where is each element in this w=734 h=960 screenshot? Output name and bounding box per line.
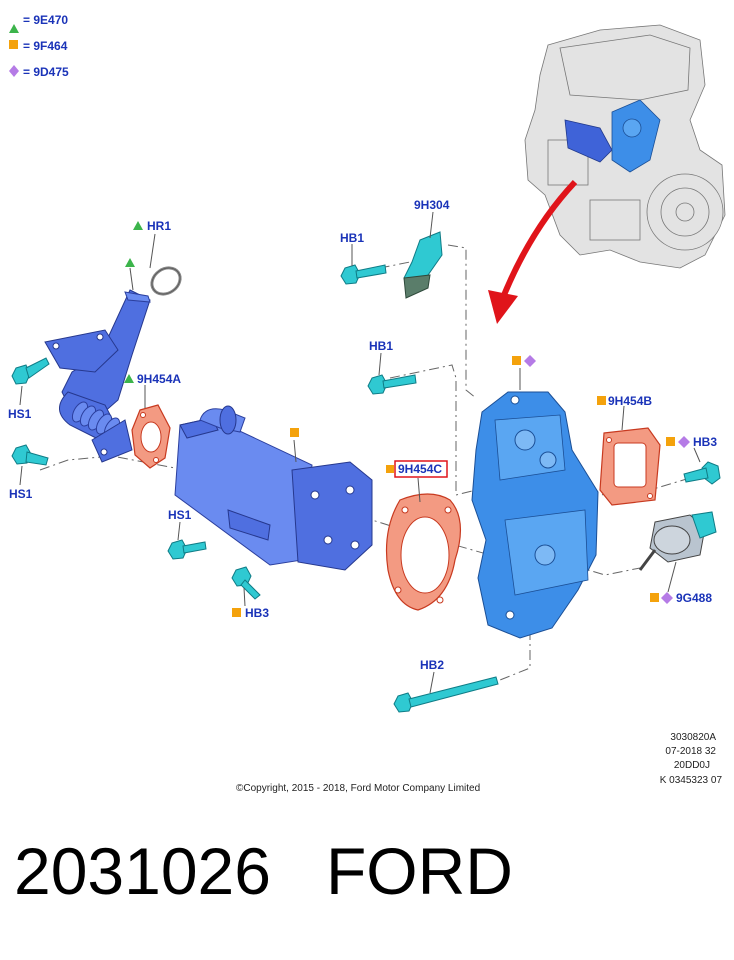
bolt-hb2 — [393, 676, 499, 713]
9h454c-square-icon — [386, 465, 394, 473]
engine-overview — [524, 24, 726, 269]
reference-block: 3030820A 07-2018 32 20DD0J K 0345323 07 — [660, 732, 723, 786]
egr-pipe — [44, 289, 151, 463]
ref-line-4: K 0345323 07 — [660, 775, 723, 786]
gasket-9h454a — [131, 404, 171, 469]
label-9h454a: 9H454A — [137, 372, 181, 386]
bolt-hs1-mid — [167, 539, 207, 560]
bolt-hb1-top — [340, 264, 387, 285]
part-number: 2031026 — [14, 834, 271, 908]
label-hb2: HB2 — [420, 658, 444, 672]
ref-line-1: 3030820A — [670, 732, 716, 743]
label-hr1: HR1 — [147, 219, 171, 233]
9g488-diamond-icon — [661, 592, 673, 604]
legend-diamond-text: = 9D475 — [23, 65, 69, 79]
label-hb3-left: HB3 — [245, 606, 269, 620]
label-hs1-top: HS1 — [8, 407, 32, 421]
callout-symbols — [124, 221, 690, 617]
hb3-right-square-icon — [666, 437, 675, 446]
actuator-9g488 — [638, 511, 717, 571]
gasket-9h454c — [385, 493, 462, 611]
label-9h454c: 9H454C — [398, 462, 442, 476]
hb3-left-square-icon — [232, 608, 241, 617]
egr-valve-housing — [471, 391, 599, 639]
bracket-9h304 — [403, 231, 443, 299]
bolt-hs1-low — [11, 444, 49, 466]
legend-square-icon — [9, 40, 18, 49]
9h454b-square-icon — [597, 396, 606, 405]
cooler-square-icon — [290, 428, 299, 437]
label-hs1-low: HS1 — [9, 487, 33, 501]
bolt-hb3-left — [231, 566, 261, 600]
legend-square-text: = 9F464 — [23, 39, 68, 53]
hr1-o-ring — [150, 266, 182, 296]
bolt-hb3-right — [683, 461, 721, 485]
pipe-triangle-icon — [125, 258, 135, 267]
leader-lines — [19, 211, 701, 694]
label-hb1-mid: HB1 — [369, 339, 393, 353]
gasket-9h454b — [599, 427, 661, 506]
label-9h454b: 9H454B — [608, 394, 652, 408]
9h454a-triangle-icon — [124, 374, 134, 383]
fasteners — [11, 264, 721, 713]
part-spacer — [271, 834, 326, 908]
label-hb1-top: HB1 — [340, 231, 364, 245]
housing-square-icon — [512, 356, 521, 365]
label-hs1-mid: HS1 — [168, 508, 192, 522]
9h454c-highlight-box — [394, 460, 448, 478]
ref-line-3: 20DD0J — [674, 760, 710, 771]
callout-labels: HR1 9H454A HS1 HS1 HS1 HB3 9H304 HB1 HB1… — [8, 198, 717, 672]
9g488-square-icon — [650, 593, 659, 602]
part-number-line: 2031026 FORD — [14, 838, 513, 904]
legend-triangle-text: = 9E470 — [23, 13, 68, 27]
bolt-hs1-top — [11, 357, 50, 385]
location-arrow — [488, 179, 578, 324]
egr-cooler — [174, 405, 373, 571]
label-hb3-right: HB3 — [693, 435, 717, 449]
label-9h304: 9H304 — [414, 198, 450, 212]
housing-diamond-icon — [524, 355, 536, 367]
hb3-right-diamond-icon — [678, 436, 690, 448]
legend-triangle-icon — [9, 24, 19, 33]
legend: = 9E470 = 9F464 = 9D475 — [9, 13, 69, 79]
brand: FORD — [325, 834, 513, 908]
legend-diamond-icon — [9, 65, 19, 77]
label-9g488: 9G488 — [676, 591, 712, 605]
hr1-triangle-icon — [133, 221, 143, 230]
ref-line-2: 07-2018 32 — [665, 746, 716, 757]
bolt-hb1-mid — [367, 374, 417, 395]
copyright: ©Copyright, 2015 - 2018, Ford Motor Comp… — [236, 783, 480, 794]
